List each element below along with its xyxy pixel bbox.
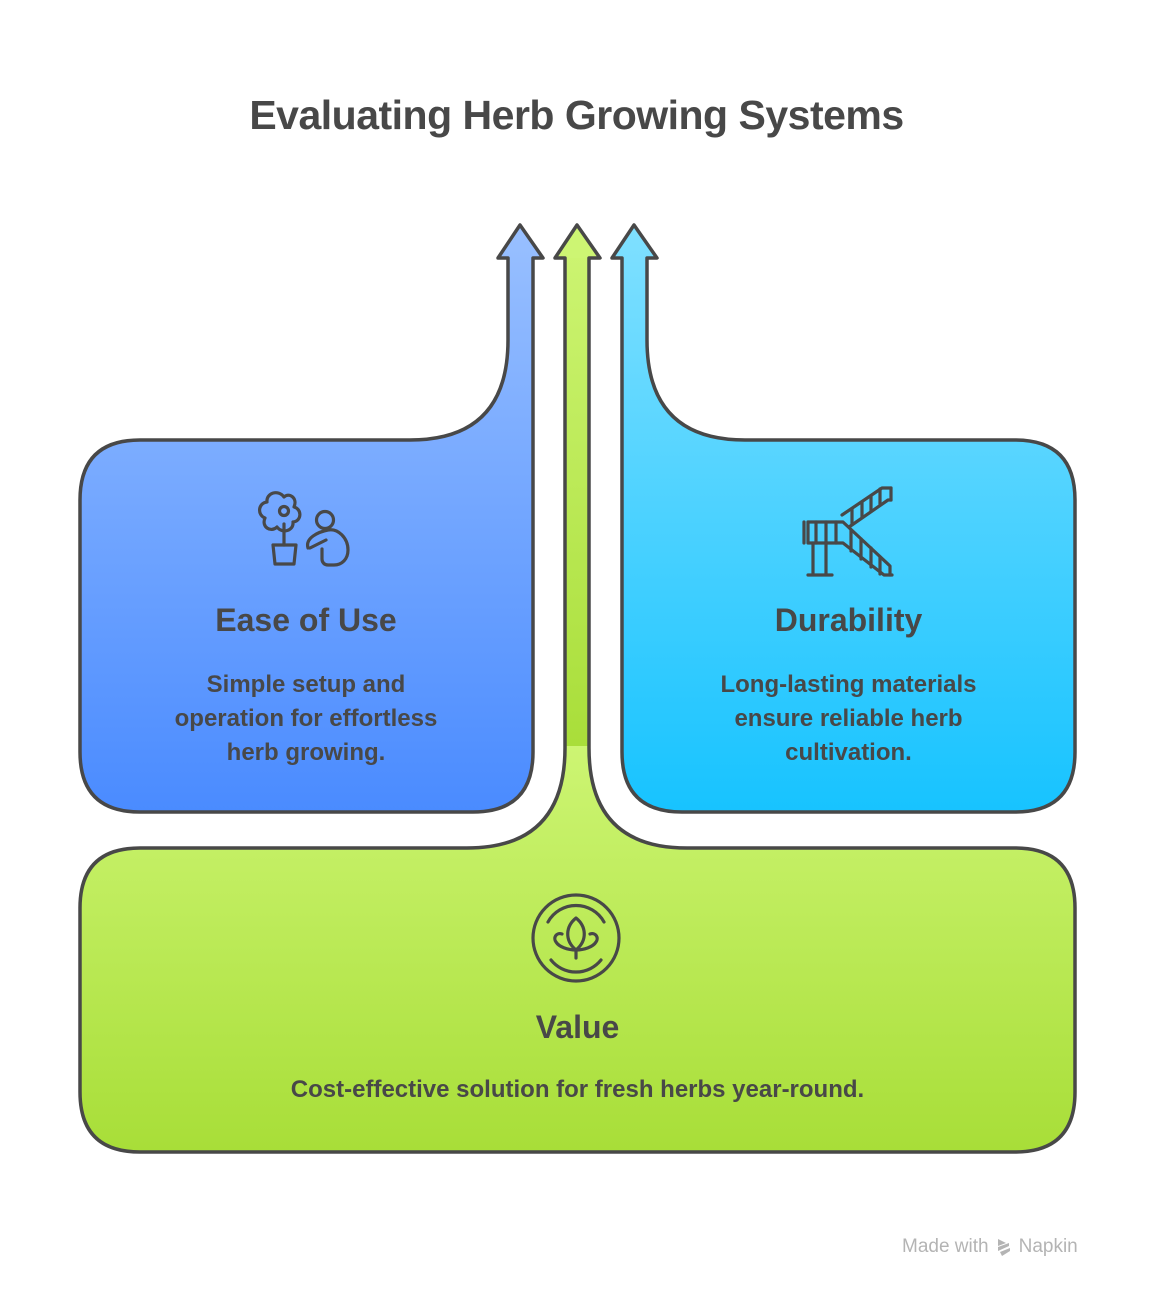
napkin-brand-label: Napkin (1018, 1236, 1078, 1257)
value-arrow-head-fill (555, 225, 600, 258)
value-arrow-outline (78, 223, 1077, 1154)
description-line: Cost-effective solution for fresh herbs … (290, 1076, 865, 1103)
staircase-railing-icon (802, 486, 894, 577)
description-line: cultivation. (785, 739, 912, 766)
durability-arrow-shape (610, 223, 1077, 814)
value-title: Value (535, 1009, 620, 1045)
made-with-napkin-badge: Made with Napkin (902, 1236, 1078, 1258)
value-arrow-shaft-shade (565, 258, 589, 746)
ease-of-use-description: Simple setup and operation for effortles… (80, 668, 532, 770)
description-line: ensure reliable herb (734, 705, 963, 732)
napkin-logo-icon (997, 1239, 1010, 1256)
ease-of-use-arrow-shape (78, 223, 545, 814)
made-with-label: Made with (902, 1236, 989, 1257)
description-line: herb growing. (226, 739, 386, 766)
description-line: Simple setup and (206, 671, 406, 698)
leaf-in-circle-icon (531, 893, 621, 983)
value-description: Cost-effective solution for fresh herbs … (80, 1073, 1075, 1107)
ease-of-use-title: Ease of Use (215, 602, 397, 638)
durability-description: Long-lasting materials ensure reliable h… (622, 668, 1075, 770)
description-line: operation for effortless (174, 705, 438, 732)
durability-title: Durability (774, 602, 923, 638)
diagram-title: Evaluating Herb Growing Systems (249, 92, 904, 138)
description-line: Long-lasting materials (720, 671, 977, 698)
person-with-potted-flower-icon (258, 491, 350, 567)
